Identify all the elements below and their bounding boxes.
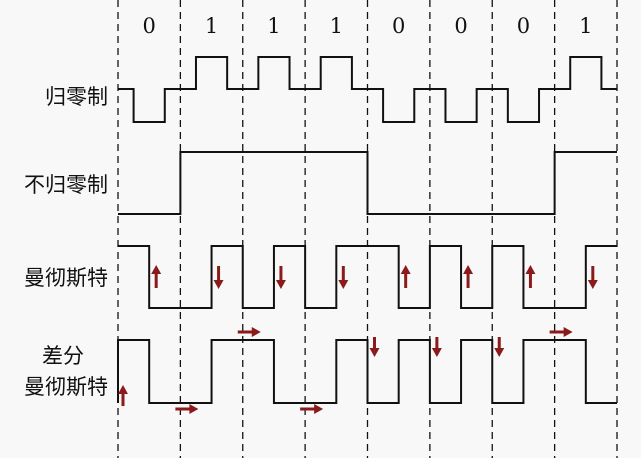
arrow-down-head xyxy=(369,348,380,357)
arrow-down-head xyxy=(338,280,349,289)
arrow-right-head xyxy=(251,327,261,337)
waveform-rz xyxy=(118,56,617,123)
bit-label: 0 xyxy=(143,14,156,38)
arrow-right-head xyxy=(189,404,199,414)
waveform-diff-manchester xyxy=(117,339,617,404)
arrow-down-head xyxy=(213,280,224,289)
bit-dividers xyxy=(117,0,618,458)
row-label-diff-manchester-line2: 曼彻斯特 xyxy=(24,375,108,399)
arrow-down-head xyxy=(431,348,442,357)
manchester-arrows xyxy=(151,265,598,289)
arrow-up-head xyxy=(118,385,128,394)
arrow-up-head xyxy=(463,265,474,274)
waveform-manchester xyxy=(118,245,617,309)
arrow-up-head xyxy=(400,265,411,274)
arrow-up-head xyxy=(525,265,536,274)
arrow-up-head xyxy=(151,265,162,274)
bit-labels: 0 1 1 1 0 0 0 1 xyxy=(143,14,593,38)
arrow-right-head xyxy=(563,327,573,337)
bit-label: 1 xyxy=(267,14,280,38)
diff-manchester-arrows xyxy=(118,327,573,414)
row-label-nrz: 不归零制 xyxy=(24,173,108,197)
row-label-diff-manchester-line1: 差分 xyxy=(42,344,84,368)
waveform-nrz xyxy=(118,151,617,215)
arrow-down-head xyxy=(587,280,598,289)
bit-label: 0 xyxy=(454,14,467,38)
arrow-down-head xyxy=(494,348,505,357)
bit-label: 0 xyxy=(392,14,405,38)
bit-label: 1 xyxy=(205,14,218,38)
bit-label: 1 xyxy=(330,14,343,38)
row-label-rz: 归零制 xyxy=(45,85,108,109)
arrow-right-head xyxy=(314,404,324,414)
row-label-manchester: 曼彻斯特 xyxy=(24,266,108,290)
bit-label: 1 xyxy=(579,14,592,38)
arrow-down-head xyxy=(275,280,286,289)
bit-label: 0 xyxy=(517,14,530,38)
